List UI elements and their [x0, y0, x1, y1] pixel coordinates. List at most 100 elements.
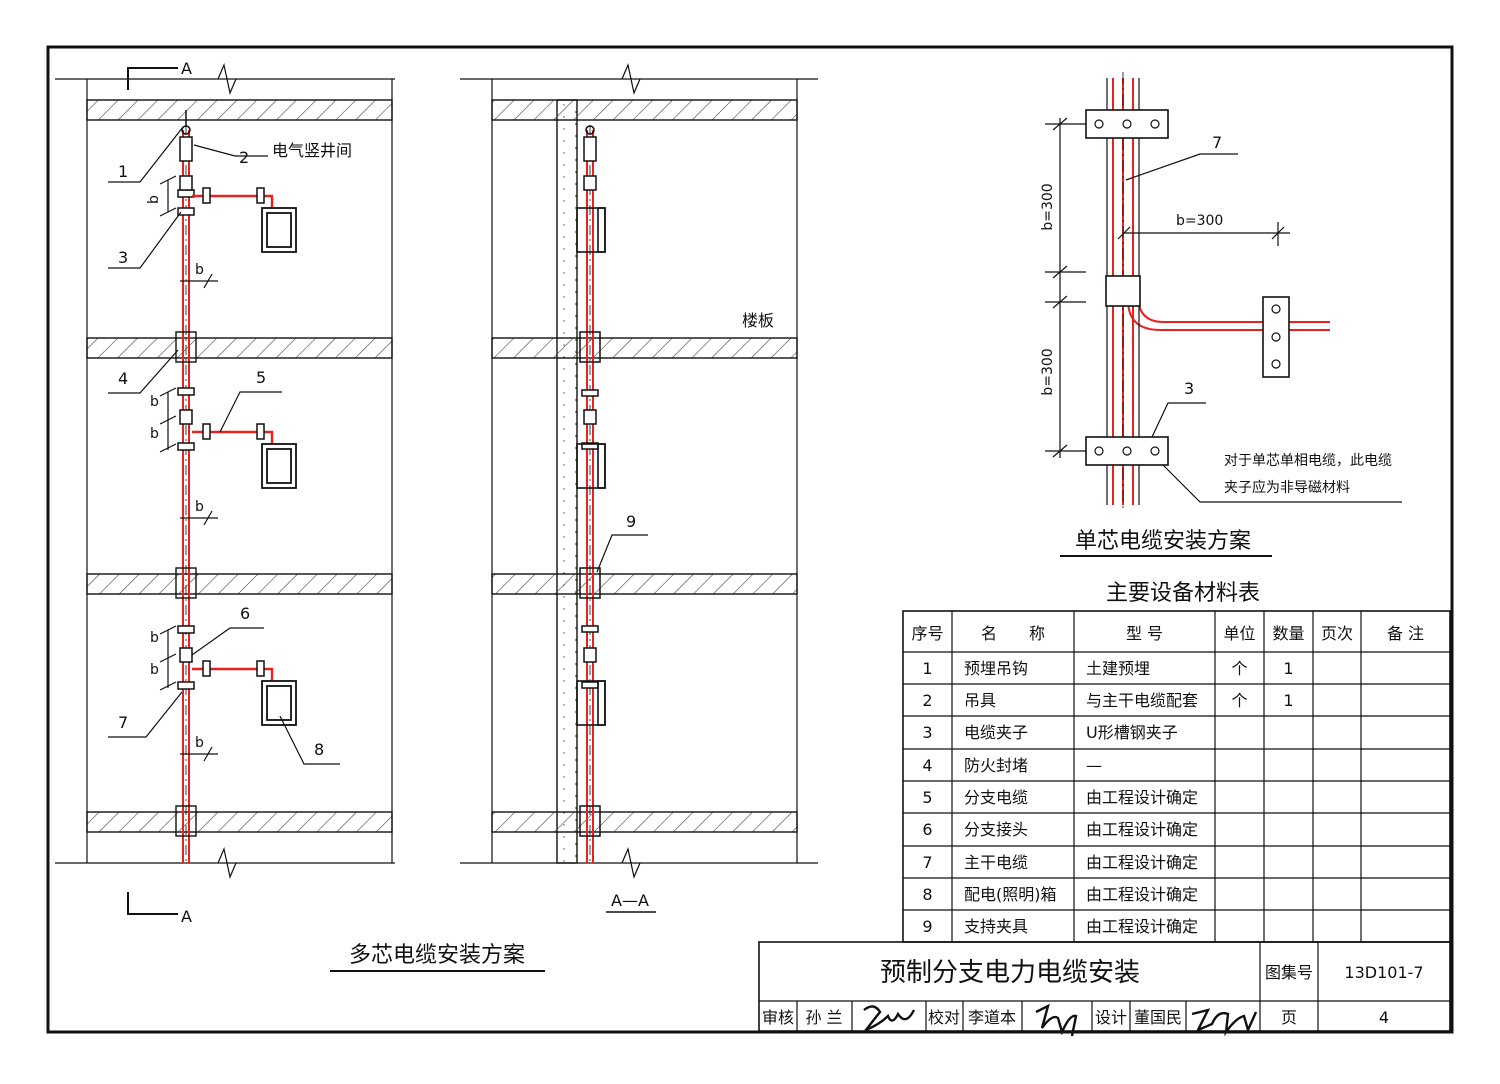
table-cell: 8 — [922, 885, 932, 904]
table-cell: 分支接头 — [964, 820, 1028, 839]
signature-design — [1191, 1008, 1258, 1037]
table-cell: 吊具 — [964, 691, 996, 710]
table-cell: 由工程设计确定 — [1086, 917, 1198, 936]
table-cell: 2 — [922, 691, 932, 710]
section-mark-top — [127, 67, 178, 90]
table-cell: 防火封堵 — [964, 756, 1028, 775]
table-cell: 1 — [1283, 691, 1293, 710]
table-cell: 由工程设计确定 — [1086, 885, 1198, 904]
table-cell: 4 — [922, 756, 932, 775]
firestop-sealing — [175, 331, 197, 837]
main-cable — [586, 125, 594, 863]
spacing-label: b — [150, 394, 159, 410]
table-header-cell: 名 称 — [981, 624, 1045, 643]
multi-core-elevation: b b b b b b b b A A 1 — [55, 59, 395, 926]
section-view: 9 楼板 A—A — [460, 63, 818, 913]
table-header-cell: 单位 — [1223, 624, 1255, 643]
floor-label: 楼板 — [742, 311, 774, 330]
table-header-cell: 页次 — [1321, 624, 1353, 643]
shaft-wall — [556, 99, 578, 864]
callout-7: 7 — [118, 713, 128, 732]
table-cell: 由工程设计确定 — [1086, 853, 1198, 872]
title-block — [758, 941, 1451, 1032]
callout-9: 9 — [626, 512, 636, 531]
callout-3: 3 — [118, 248, 128, 267]
table-cell: 与主干电缆配套 — [1086, 691, 1198, 710]
callout-2: 2 — [239, 148, 249, 167]
cable-clamp — [1085, 109, 1290, 466]
cable-fittings — [579, 125, 601, 837]
spacing-label: b — [195, 499, 204, 515]
table-cell: 电缆夹子 — [964, 723, 1028, 742]
review-label: 审核 — [762, 1008, 794, 1027]
table-cell: 土建预埋 — [1086, 659, 1150, 678]
table-title: 主要设备材料表 — [1106, 581, 1260, 606]
table-cell: 个 — [1231, 659, 1247, 678]
table-cell: — — [1086, 756, 1102, 775]
table-cell: 由工程设计确定 — [1086, 788, 1198, 807]
table-cell: 配电(照明)箱 — [964, 885, 1057, 904]
table-cell: 个 — [1231, 691, 1247, 710]
table-cell: 3 — [922, 723, 932, 742]
room-label: 电气竖井间 — [272, 141, 352, 160]
callout-7: 7 — [1212, 133, 1222, 152]
callout-leader — [596, 534, 648, 573]
table-header-cell: 型 号 — [1126, 624, 1163, 643]
table-cell: 7 — [922, 853, 932, 872]
check-name: 李道本 — [968, 1008, 1016, 1027]
atlas-label: 图集号 — [1265, 963, 1313, 982]
callout-5: 5 — [256, 368, 266, 387]
section-view-label: A—A — [611, 891, 649, 910]
table-header-cell: 序号 — [911, 624, 943, 643]
spacing-label: b — [195, 735, 204, 751]
check-label: 校对 — [928, 1008, 960, 1027]
callout-6: 6 — [240, 604, 250, 623]
signature-check — [1035, 1003, 1078, 1037]
page-label: 页 — [1281, 1008, 1297, 1027]
spacing-label: b — [146, 195, 162, 204]
material-table — [902, 610, 1451, 943]
single-core-note: 对于单芯单相电缆，此电缆 — [1224, 453, 1392, 469]
branch-clamp — [202, 187, 265, 677]
callout-leader — [1125, 153, 1402, 503]
table-cell: 1 — [1283, 659, 1293, 678]
callout-1: 1 — [118, 162, 128, 181]
distribution-box — [576, 207, 606, 726]
callout-3: 3 — [1184, 379, 1194, 398]
table-cell: 预埋吊钩 — [964, 659, 1028, 678]
atlas-number: 13D101-7 — [1344, 963, 1423, 982]
spacing-dimension — [1045, 117, 1290, 458]
callout-8: 8 — [314, 740, 324, 759]
spacing-label: b — [150, 630, 159, 646]
floor-slab — [491, 99, 798, 833]
table-cell: 5 — [922, 788, 932, 807]
hanging-hook — [179, 110, 193, 162]
section-mark-label: A — [181, 59, 192, 78]
design-label: 设计 — [1095, 1008, 1127, 1027]
branch-cable — [192, 194, 274, 681]
page-number: 4 — [1379, 1008, 1389, 1027]
single-core-note: 夹子应为非导磁材料 — [1224, 479, 1350, 496]
multi-core-title: 多芯电缆安装方案 — [349, 943, 525, 968]
spacing-dimension — [159, 175, 218, 762]
table-cell: 1 — [922, 659, 932, 678]
spacing-label: b=300 — [1176, 213, 1223, 229]
signature-review — [862, 1005, 916, 1033]
table-header-cell: 备 注 — [1387, 624, 1424, 643]
spacing-label: b=300 — [1040, 348, 1056, 395]
cable-clamp — [177, 189, 195, 690]
table-cell: 分支电缆 — [964, 788, 1028, 807]
section-mark-bottom — [127, 892, 178, 915]
section-mark-label: A — [181, 907, 192, 926]
sheet-border — [46, 45, 1454, 1034]
design-name: 董国民 — [1134, 1008, 1182, 1027]
table-header-cell: 数量 — [1272, 624, 1304, 643]
table-cell: U形槽钢夹子 — [1086, 723, 1178, 742]
callout-leader — [108, 126, 340, 765]
callout-4: 4 — [118, 369, 128, 388]
table-cell: 9 — [922, 917, 932, 936]
table-cell: 由工程设计确定 — [1086, 820, 1198, 839]
table-cell: 主干电缆 — [964, 853, 1028, 872]
spacing-label: b=300 — [1040, 183, 1056, 230]
